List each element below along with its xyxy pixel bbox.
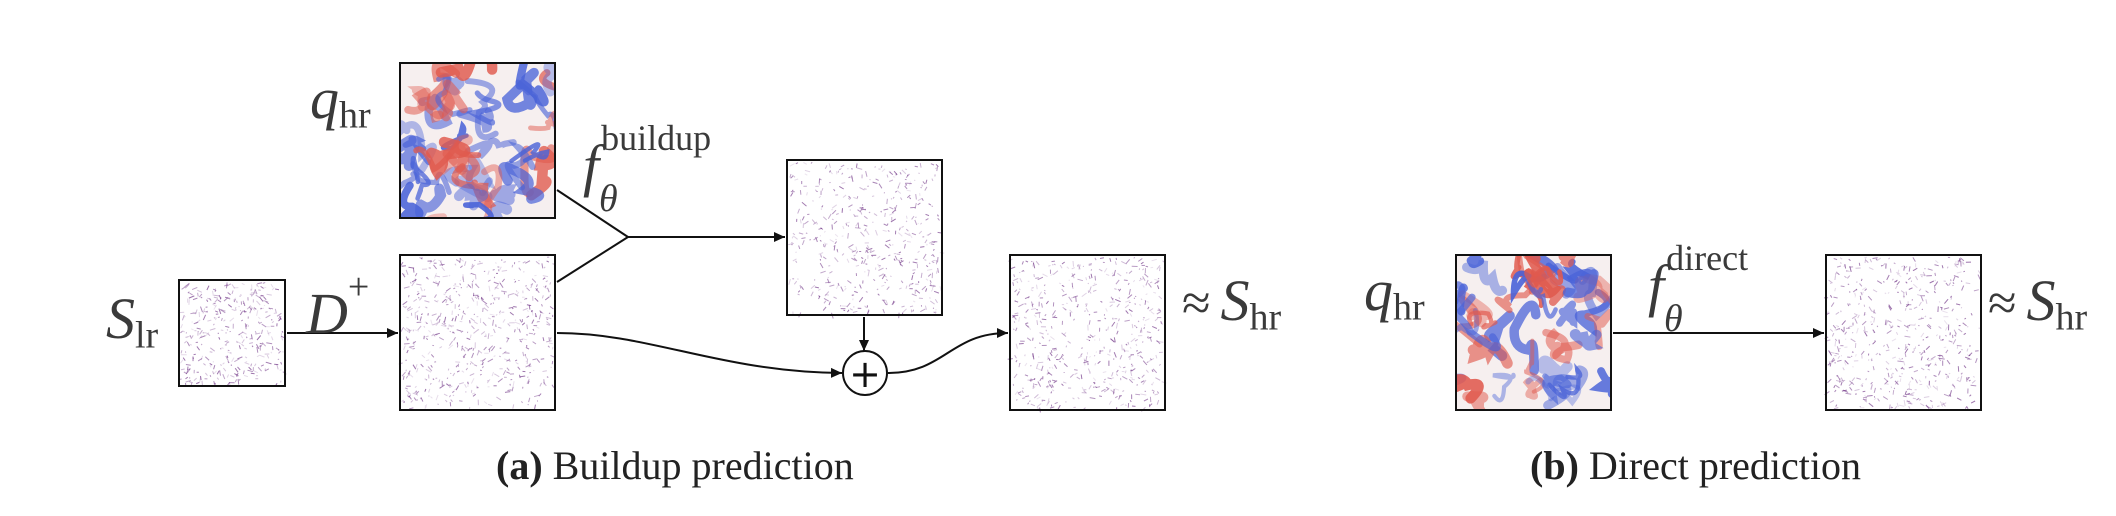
s-lr-field-image bbox=[179, 282, 286, 386]
caption-a: (a) Buildup prediction bbox=[496, 442, 854, 489]
buildup-output-image bbox=[788, 162, 944, 318]
result-frame-b bbox=[1826, 255, 1981, 410]
q-hr-label-b: qhr bbox=[1364, 262, 1425, 327]
s-lr-label: Slr bbox=[106, 290, 158, 355]
arrow-plus-to-result bbox=[888, 333, 1008, 373]
arrow-dplus-to-plus bbox=[557, 333, 842, 373]
d-plus-field-image bbox=[399, 257, 556, 410]
q-hr-field-image-b bbox=[1438, 221, 1621, 420]
buildup-output-frame bbox=[787, 160, 942, 315]
result-label-b: ≈Shr bbox=[1988, 272, 2087, 337]
result-field-image-b bbox=[1824, 257, 1981, 410]
result-field-image-a bbox=[1008, 257, 1167, 412]
result-label-a: ≈Shr bbox=[1182, 272, 1281, 337]
caption-b: (b) Direct prediction bbox=[1530, 442, 1861, 489]
connector-dplus-to-merge bbox=[557, 237, 628, 282]
d-plus-label: D+ bbox=[306, 268, 369, 343]
q-hr-label-a: qhr bbox=[310, 70, 371, 135]
sum-symbol: + bbox=[849, 352, 881, 396]
